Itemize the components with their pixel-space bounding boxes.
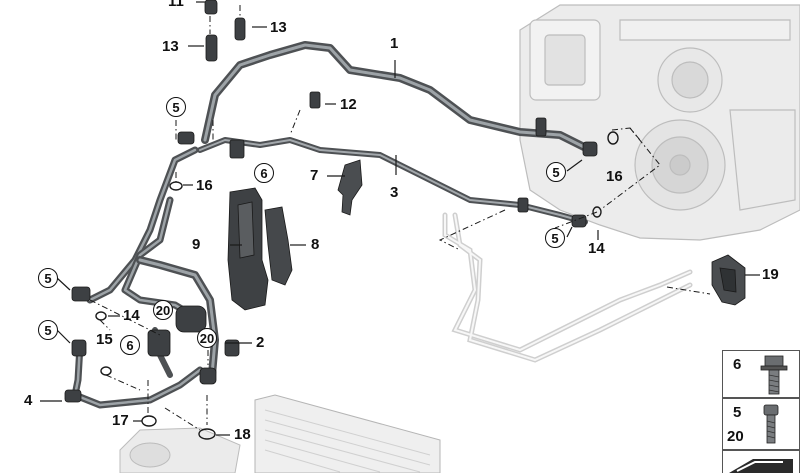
callout-9: 9 [192,236,201,253]
cover-8 [264,206,293,286]
callout-13-left: 13 [162,38,179,55]
hvac-housing-ghost [519,4,800,241]
callout-18: 18 [234,426,251,443]
hose-1 [201,41,594,154]
legend-panel-bolt-5-20: 5 20 [722,398,800,450]
callout-7: 7 [310,167,319,184]
fittings [64,0,598,403]
callout-4: 4 [24,392,33,409]
callout-19: 19 [762,266,779,283]
callout-6-circle: 6 [120,335,140,355]
callout-14-right: 14 [588,240,605,257]
hose-left [71,146,219,409]
callout-5-circle: 5 [38,320,58,340]
callout-15: 15 [96,331,113,348]
diagram-symbol-icon [729,459,793,473]
flange-bolt-icon [760,355,788,395]
cover-9 [227,187,269,311]
callout-14-left: 14 [123,307,140,324]
callout-11: 11 [168,0,184,10]
legend-number: 20 [727,428,744,445]
ghost-tubes-inner [444,214,691,362]
callout-2: 2 [256,334,265,351]
legend-panel-bolt-6: 6 [722,350,800,398]
callout-20-circle: 20 [197,328,217,348]
callout-5-circle: 5 [546,162,566,182]
callout-6-circle: 6 [254,163,274,183]
callout-8: 8 [311,236,320,253]
callout-20-circle: 20 [153,300,173,320]
bracket-19 [711,254,746,306]
leader-dashes [89,5,711,431]
leaders [40,1,760,436]
callout-12: 12 [340,96,357,113]
legend-panel-arrow [722,450,800,473]
callout-1: 1 [390,35,399,52]
bracket-7 [337,159,363,216]
callout-5-circle: 5 [38,268,58,288]
callout-16-left: 16 [196,177,213,194]
condenser-ghost [254,394,441,473]
callout-3: 3 [390,184,399,201]
callout-13-right: 13 [270,19,287,36]
legend-number: 5 [733,404,742,421]
callout-16-right: 16 [606,168,623,185]
socket-bolt-icon [763,404,779,444]
hose-3 [197,137,588,225]
callout-17: 17 [112,412,129,429]
callout-5-circle: 5 [166,97,186,117]
callout-5-circle: 5 [545,228,565,248]
legend-number: 6 [733,356,742,373]
